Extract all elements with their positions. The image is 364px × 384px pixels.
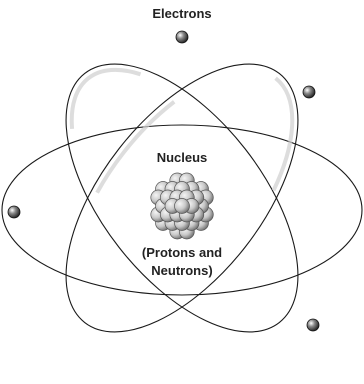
electron-group xyxy=(7,30,320,332)
orbit-highlight-left xyxy=(69,67,295,329)
electron xyxy=(306,318,320,332)
electron xyxy=(175,30,189,44)
composition-label-line2: Neutrons) xyxy=(151,263,213,278)
orbit-tilted-left xyxy=(65,63,299,333)
nucleus-label: Nucleus xyxy=(156,150,208,165)
orbit-horizontal xyxy=(1,124,363,296)
electron xyxy=(302,85,316,99)
electrons-label: Electrons xyxy=(152,6,212,21)
orbit-group xyxy=(1,63,363,333)
nucleus-cluster xyxy=(150,172,214,240)
orbit-tilted-right xyxy=(65,63,299,333)
nucleon xyxy=(174,198,190,214)
orbit-highlight-right xyxy=(69,67,295,329)
electron xyxy=(7,205,21,219)
composition-label-line1: (Protons and xyxy=(141,245,223,260)
